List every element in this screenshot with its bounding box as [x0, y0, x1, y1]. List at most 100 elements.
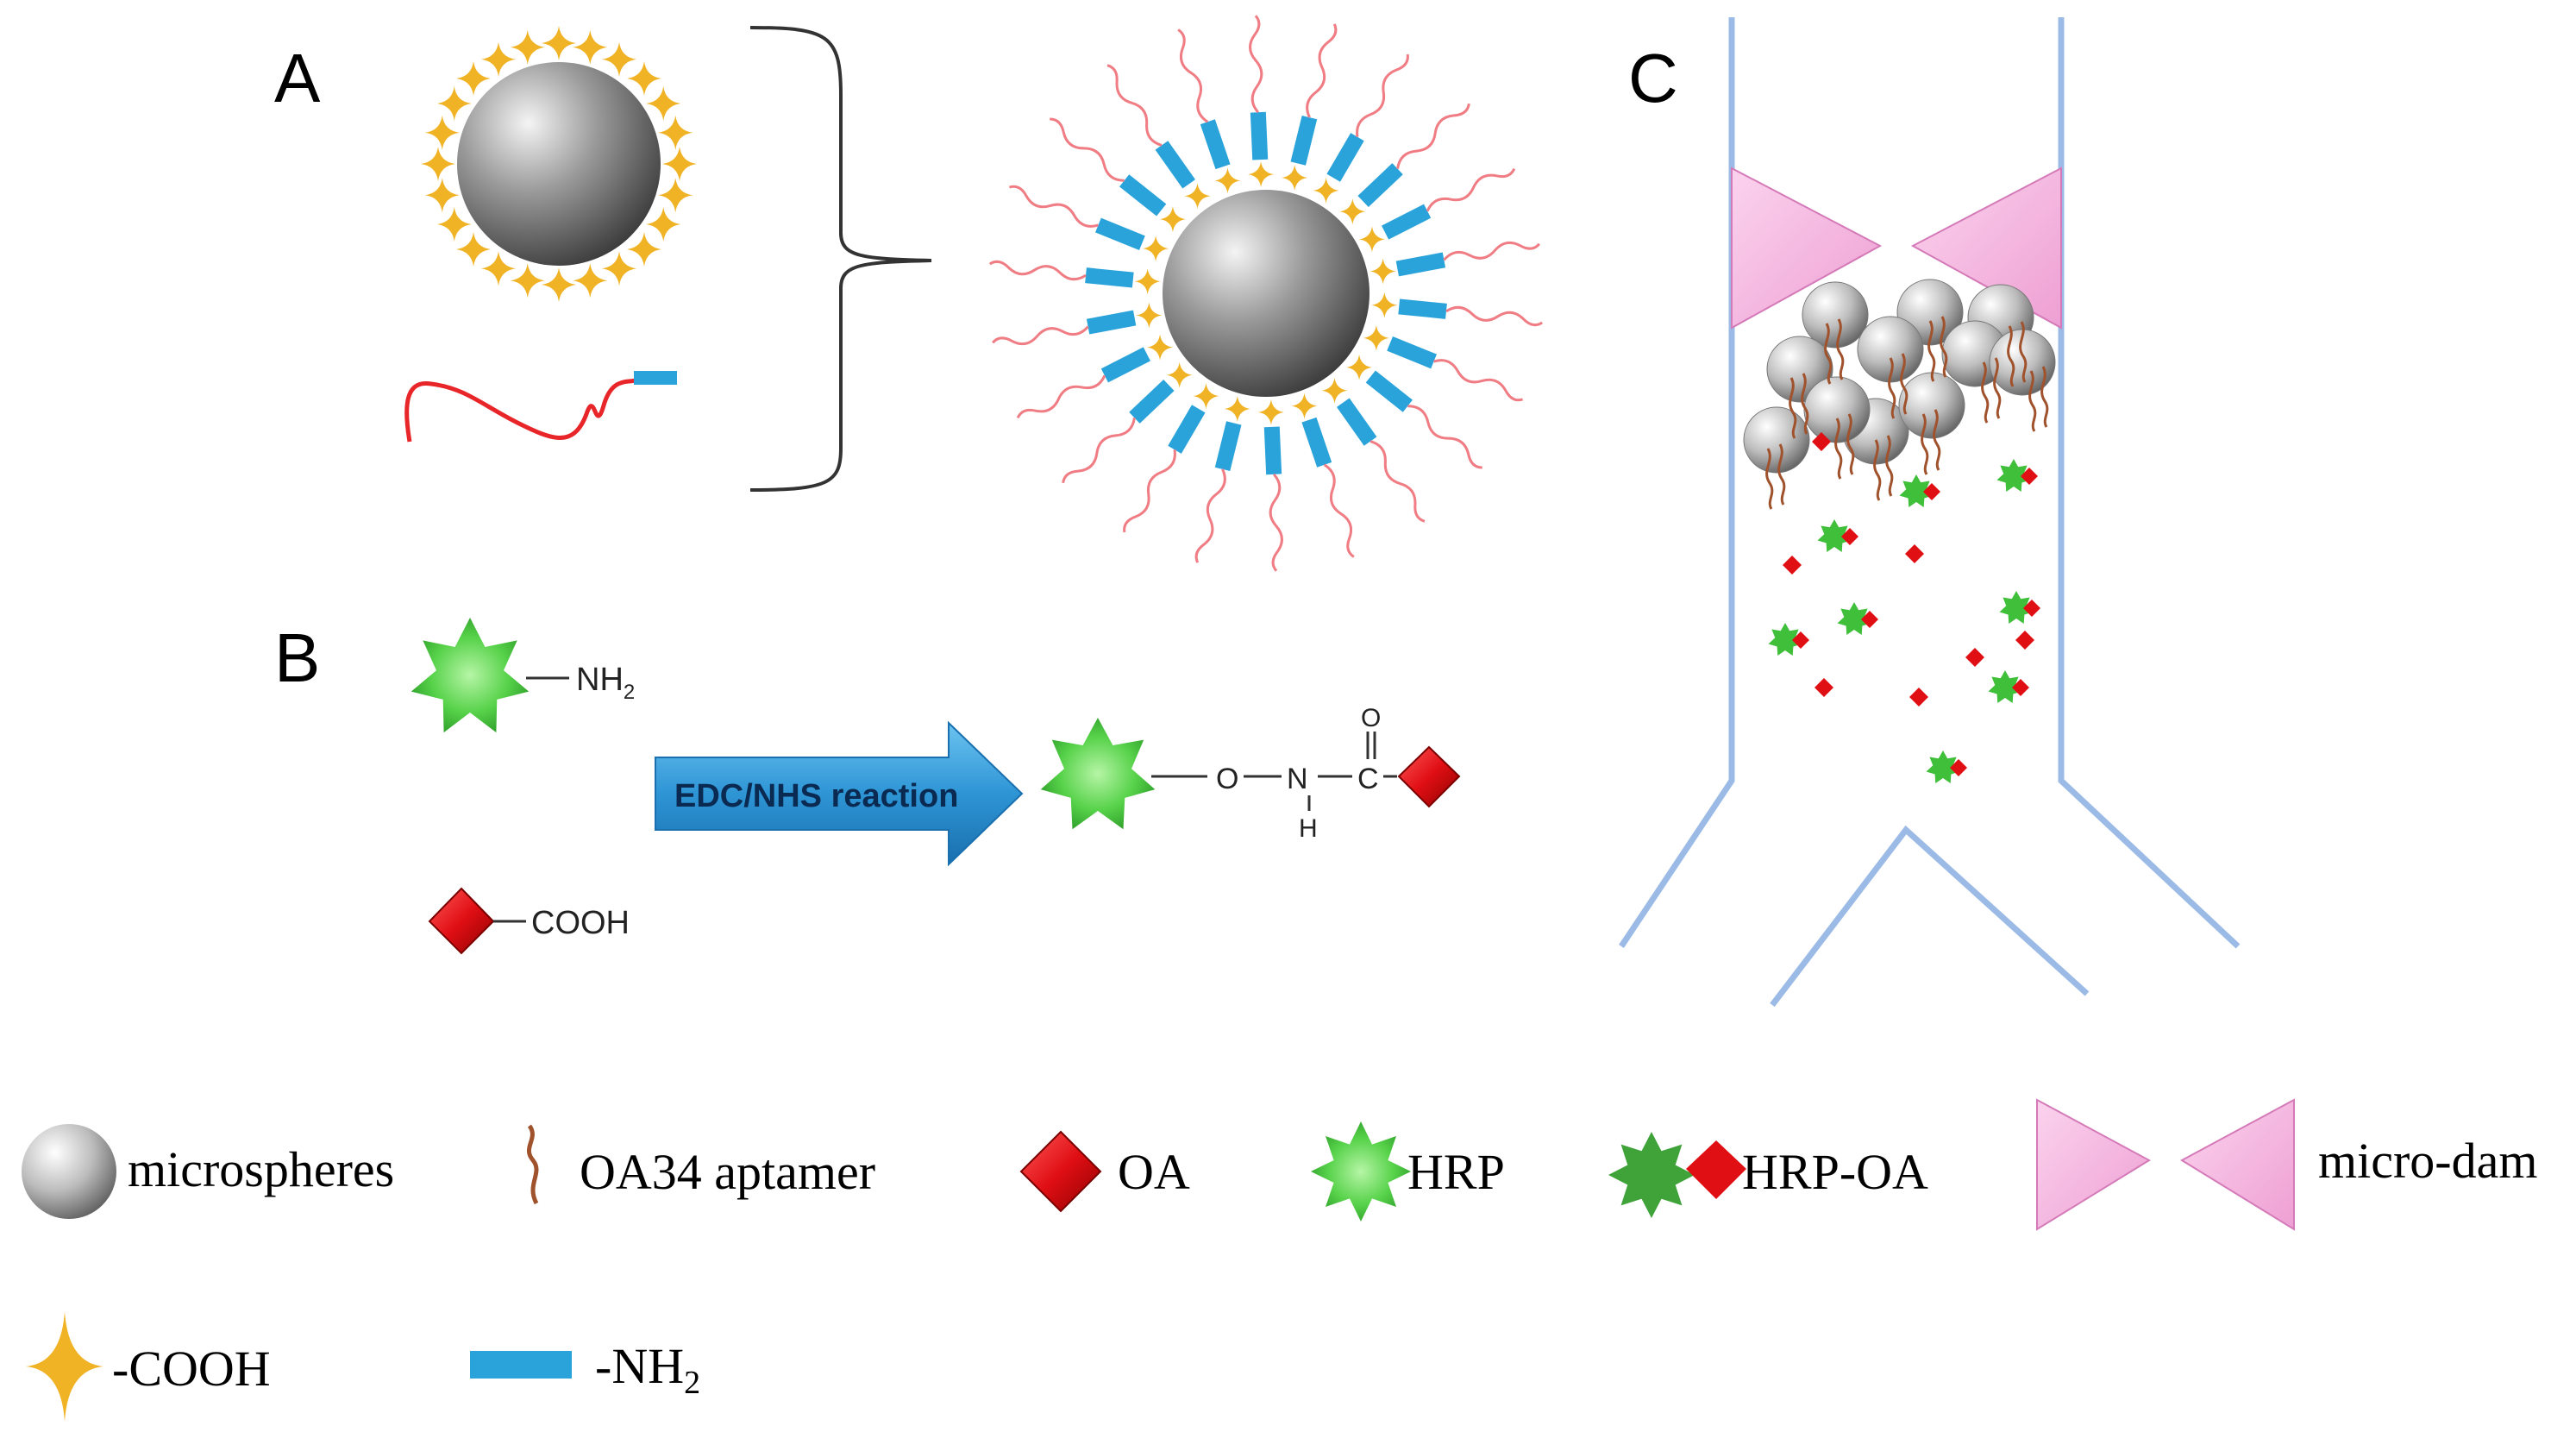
aptamer-icon — [1765, 448, 1774, 510]
carboxyl-microsphere-core — [457, 62, 661, 266]
legend-cooh: -COOH — [26, 1311, 271, 1422]
oa-diamond-icon — [1905, 544, 1924, 563]
amine-bar-icon — [1155, 141, 1196, 189]
oa-diamond-icon — [1783, 556, 1802, 575]
ssdna-strand — [1426, 167, 1516, 212]
amine-bar-icon — [470, 1351, 572, 1379]
cooh-spark-icon — [1282, 165, 1308, 192]
aptamer-icon — [1789, 377, 1797, 439]
oa-diamond-icon — [1812, 432, 1831, 451]
cooh-spark-icon — [1224, 395, 1250, 422]
aptamer-icon — [1900, 353, 1908, 415]
panel-c: C — [1619, 17, 2241, 1008]
aptamer-icon — [2028, 370, 2037, 432]
product-carbonyl-oxygen: O — [1361, 704, 1381, 732]
microsphere-icon — [1743, 406, 1810, 474]
aptamer-strand — [1357, 103, 1470, 208]
legend-label-hrp: HRP — [1407, 1144, 1505, 1200]
hrp-star-icon — [1926, 751, 1960, 783]
aptamer-strand — [1106, 64, 1196, 189]
aptamer-strand — [1249, 15, 1269, 160]
reaction-arrow: EDC/NHS reaction — [655, 720, 1024, 867]
aptamer-strand — [991, 310, 1137, 346]
aptamer-icon — [1846, 413, 1855, 475]
micro-dam-left — [1731, 166, 1883, 330]
microfluidic-channel — [1619, 17, 2241, 1008]
cooh-spark-icon — [602, 251, 636, 286]
hrp-star-icon — [1040, 718, 1156, 830]
cooh-spark-icon — [26, 1311, 103, 1422]
aptamer-strand — [1398, 298, 1544, 327]
aptamer-icon — [1888, 357, 1896, 419]
amine-bar-icon — [1214, 421, 1242, 472]
cooh-spark-icon — [1143, 236, 1169, 262]
amine-subscript: 2 — [624, 681, 635, 704]
aptamer-icon — [1885, 435, 1894, 497]
amine-bar-icon — [1200, 119, 1231, 170]
microsphere-icon — [1898, 372, 1965, 439]
amine-bar-icon — [1129, 379, 1175, 424]
cooh-spark-icon — [436, 207, 472, 242]
cooh-spark-icon — [1339, 198, 1366, 225]
ssdna-strand — [1443, 241, 1541, 261]
cooh-spark-icon — [1358, 226, 1385, 253]
cooh-spark-icon — [1363, 324, 1389, 351]
amine-bar-icon — [1263, 426, 1282, 475]
cooh-spark-icon — [510, 29, 545, 65]
oa-diamond-icon — [2021, 468, 2038, 485]
amine-ssdna-strand — [404, 377, 640, 443]
amine-bar-icon — [1085, 267, 1134, 288]
cooh-spark-icon — [1159, 206, 1186, 233]
ssdna-strand — [1407, 405, 1482, 469]
ssdna-strand — [991, 325, 1089, 346]
micro-dam-right — [1910, 166, 2062, 330]
ssdna-strand — [1356, 53, 1409, 137]
amine-bar-icon — [1301, 417, 1332, 468]
oa-diamond-icon — [1923, 483, 1940, 500]
product-nitrogen: N — [1287, 763, 1308, 795]
aptamer-icon — [1824, 323, 1833, 385]
cooh-spark-icon — [424, 178, 460, 213]
legend-amine: -NH2 — [470, 1338, 700, 1401]
amine-bar-icon — [1250, 111, 1269, 160]
product-carbon: C — [1357, 763, 1379, 795]
amine-bar-icon — [1395, 252, 1446, 277]
cooh-spark-icon — [1136, 302, 1163, 329]
cooh-spark-icon — [573, 263, 608, 298]
reaction-arrow-label: EDC/NHS reaction — [674, 778, 958, 814]
oa-diamond-icon — [1861, 611, 1878, 628]
aptamer-functionalized-microsphere — [988, 15, 1544, 572]
legend: microspheres OA34 aptamer OA HRP HRP-OA … — [22, 1098, 2537, 1422]
ssdna-strand — [1323, 463, 1355, 558]
amine-bar-icon — [1168, 405, 1206, 454]
aptamer-strand — [988, 260, 1134, 288]
cooh-spark-icon — [1166, 361, 1193, 388]
cooh-spark-icon — [1184, 183, 1211, 210]
aptamer-icon — [1834, 418, 1843, 480]
hrp-star-icon — [1996, 459, 2031, 492]
legend-micro-dam: micro-dam — [2036, 1098, 2537, 1231]
ssdna-strand — [1050, 117, 1125, 182]
microsphere-icon — [1802, 281, 1869, 349]
aptamer-icon — [1940, 316, 1948, 378]
hrp-star-icon — [411, 618, 530, 733]
carboxyl-microsphere — [421, 26, 697, 302]
hrp-star-icon — [1311, 1121, 1411, 1222]
aptamer-icon — [1933, 409, 1941, 471]
ssdna-strand — [1433, 359, 1524, 402]
aptamer-strand — [1290, 23, 1338, 166]
cooh-spark-icon — [1291, 393, 1318, 419]
svg-text:-NH2: -NH2 — [595, 1338, 700, 1401]
hrp-reactant: NH2 — [411, 618, 635, 733]
aptamer-icon — [526, 1124, 539, 1205]
aptamer-strand — [1016, 347, 1150, 419]
ssdna-strand — [1249, 15, 1263, 114]
cooh-spark-icon — [481, 251, 516, 286]
panel-c-label: C — [1628, 40, 1678, 116]
oa-diamond-icon — [2023, 600, 2040, 617]
aptamer-strand — [1336, 398, 1426, 523]
ssdna-strand — [1396, 103, 1470, 169]
aptamer-icon — [1927, 320, 1936, 382]
cooh-spark-icon — [1321, 377, 1348, 404]
amine-ssdna-terminal — [634, 371, 677, 385]
